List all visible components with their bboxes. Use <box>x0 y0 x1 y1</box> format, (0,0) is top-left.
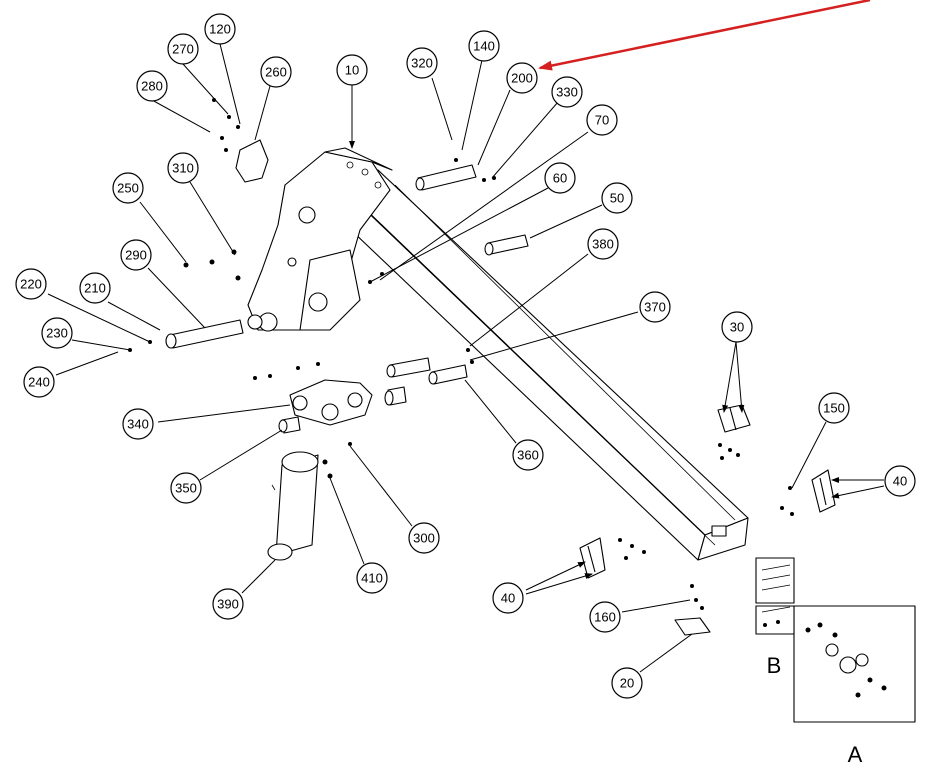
svg-text:160: 160 <box>594 610 616 625</box>
detail-view-b <box>755 557 795 635</box>
detail-label-a: A <box>848 742 863 767</box>
callout-120[interactable]: 120 <box>204 13 236 45</box>
callout-260[interactable]: 260 <box>260 56 292 88</box>
callout-410[interactable]: 410 <box>356 562 388 594</box>
svg-text:150: 150 <box>823 401 845 416</box>
callout-370[interactable]: 370 <box>639 291 671 323</box>
callout-270[interactable]: 270 <box>167 33 199 65</box>
boom-arm-part <box>247 147 749 561</box>
callout-360[interactable]: 360 <box>512 439 544 471</box>
pin-parts <box>165 164 529 434</box>
svg-text:250: 250 <box>117 181 139 196</box>
svg-text:40: 40 <box>893 474 907 489</box>
svg-text:200: 200 <box>511 71 533 86</box>
callout-320[interactable]: 320 <box>406 47 438 79</box>
callout-70[interactable]: 70 <box>586 104 618 136</box>
svg-text:330: 330 <box>556 85 578 100</box>
svg-text:60: 60 <box>553 171 567 186</box>
callout-50[interactable]: 50 <box>601 182 633 214</box>
svg-text:220: 220 <box>20 277 42 292</box>
callout-230[interactable]: 230 <box>41 317 73 349</box>
svg-text:340: 340 <box>127 417 149 432</box>
callout-310[interactable]: 310 <box>167 152 199 184</box>
svg-text:230: 230 <box>46 326 68 341</box>
svg-text:70: 70 <box>595 113 609 128</box>
svg-text:310: 310 <box>172 161 194 176</box>
callout-210[interactable]: 210 <box>79 272 111 304</box>
callout-150[interactable]: 150 <box>818 392 850 424</box>
detail-view-a <box>793 605 916 723</box>
svg-text:300: 300 <box>413 531 435 546</box>
svg-text:10: 10 <box>345 63 359 78</box>
callout-160[interactable]: 160 <box>589 601 621 633</box>
callout-290[interactable]: 290 <box>120 239 152 271</box>
svg-text:350: 350 <box>175 481 197 496</box>
callout-30[interactable]: 30 <box>721 311 753 343</box>
svg-text:280: 280 <box>141 79 163 94</box>
callout-390[interactable]: 390 <box>212 588 244 620</box>
callout-350[interactable]: 350 <box>170 472 202 504</box>
svg-text:260: 260 <box>265 65 287 80</box>
svg-text:380: 380 <box>592 237 614 252</box>
callout-balloons: 10 120 270 260 280 310 250 290 220 210 2… <box>15 13 916 699</box>
svg-text:50: 50 <box>610 191 624 206</box>
callout-220[interactable]: 220 <box>15 268 47 300</box>
svg-text:120: 120 <box>209 22 231 37</box>
callout-20[interactable]: 20 <box>611 667 643 699</box>
svg-text:140: 140 <box>473 39 495 54</box>
svg-text:320: 320 <box>411 56 433 71</box>
svg-text:20: 20 <box>620 676 634 691</box>
svg-text:270: 270 <box>172 42 194 57</box>
callout-240[interactable]: 240 <box>23 366 55 398</box>
leader-lines <box>47 43 885 673</box>
svg-text:210: 210 <box>84 281 106 296</box>
red-pointer-arrow <box>538 0 871 71</box>
callout-140[interactable]: 140 <box>468 30 500 62</box>
svg-text:370: 370 <box>644 300 666 315</box>
callout-60[interactable]: 60 <box>544 162 576 194</box>
cover-plate-part <box>235 139 269 183</box>
callout-300[interactable]: 300 <box>408 522 440 554</box>
cylinder-part <box>267 451 319 561</box>
callout-330[interactable]: 330 <box>551 76 583 108</box>
callout-380[interactable]: 380 <box>587 228 619 260</box>
callout-10[interactable]: 10 <box>336 54 368 86</box>
callout-40-right[interactable]: 40 <box>884 465 916 497</box>
callout-280[interactable]: 280 <box>136 70 168 102</box>
svg-text:390: 390 <box>217 597 239 612</box>
detail-label-b: B <box>767 653 782 678</box>
callout-40-bottom[interactable]: 40 <box>492 582 524 614</box>
link-part <box>289 379 373 426</box>
callout-200[interactable]: 200 <box>506 62 538 94</box>
svg-text:40: 40 <box>501 591 515 606</box>
callout-340[interactable]: 340 <box>122 408 154 440</box>
svg-text:30: 30 <box>730 320 744 335</box>
svg-text:410: 410 <box>361 571 383 586</box>
svg-text:360: 360 <box>517 448 539 463</box>
svg-text:290: 290 <box>125 248 147 263</box>
callout-250[interactable]: 250 <box>112 172 144 204</box>
svg-text:240: 240 <box>28 375 50 390</box>
